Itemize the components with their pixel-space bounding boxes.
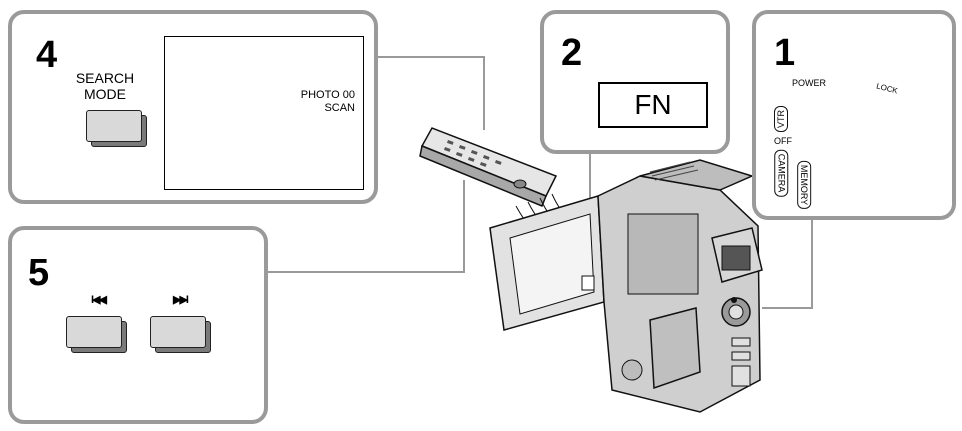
search-mode-label-line1: SEARCH — [75, 70, 135, 86]
power-label: POWER — [792, 78, 827, 88]
skip-next-button[interactable] — [150, 316, 212, 354]
skip-previous-icon: I◀◀ — [91, 294, 107, 306]
step-number-5: 5 — [28, 252, 50, 294]
skip-next-icon: ▶▶I — [173, 294, 189, 306]
step-number-4: 4 — [36, 34, 58, 76]
screen-photo-counter: PHOTO 00 — [300, 89, 355, 101]
viewfinder-screen: PHOTO 00 SCAN — [164, 36, 364, 190]
camcorder — [489, 159, 763, 413]
off-label: OFF — [774, 136, 792, 146]
step-number-1: 1 — [774, 32, 796, 74]
search-mode-button[interactable] — [86, 110, 148, 148]
camera-label: CAMERA — [774, 149, 789, 197]
vtr-label: VTR — [774, 106, 788, 132]
panel-step-1 — [752, 10, 956, 220]
screen-scan-text: SCAN — [324, 102, 355, 114]
fn-button[interactable]: FN — [598, 82, 708, 128]
memory-label: MEMORY — [797, 160, 812, 210]
panel-step-5 — [8, 226, 268, 424]
search-mode-label-line2: MODE — [84, 86, 126, 102]
search-mode-label: SEARCH MODE — [60, 70, 150, 102]
skip-previous-button[interactable] — [66, 316, 128, 354]
step-number-2: 2 — [561, 32, 583, 74]
remote-commander — [419, 127, 558, 207]
